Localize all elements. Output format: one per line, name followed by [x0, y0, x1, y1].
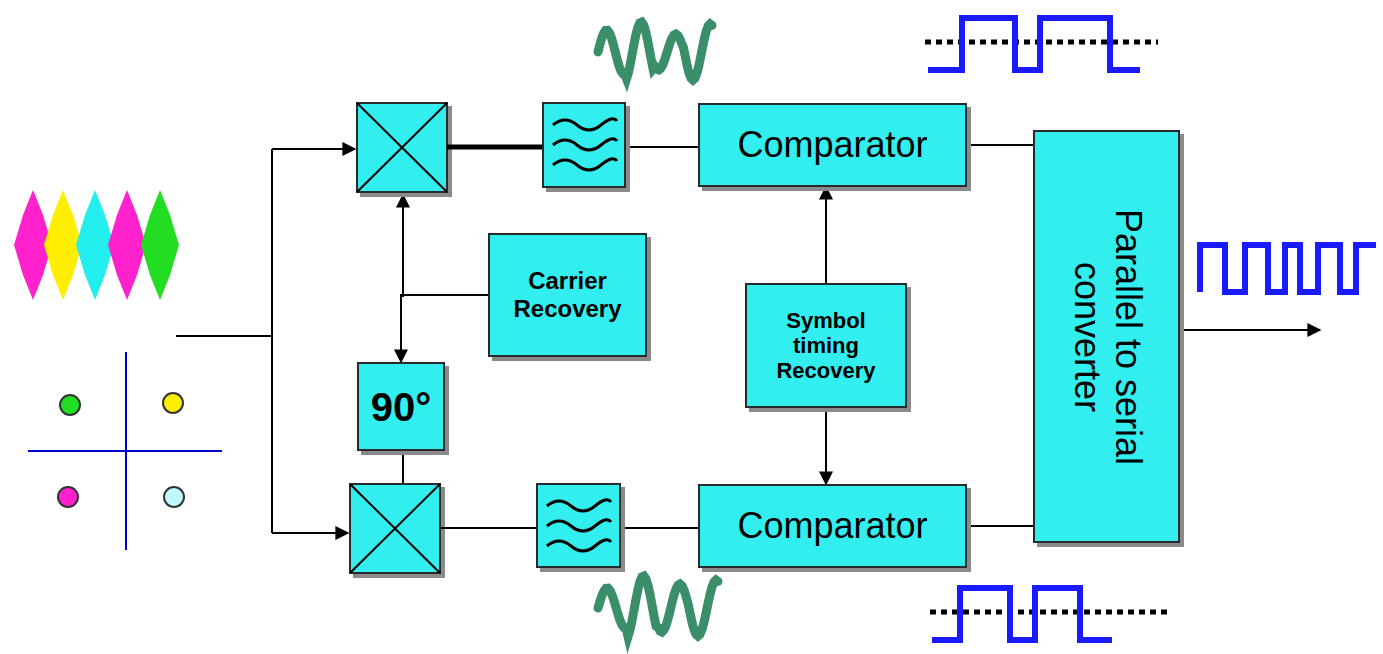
filter-symbol — [537, 484, 620, 567]
comparator-box: Comparator — [698, 484, 967, 568]
filter-symbol — [543, 103, 625, 187]
phase-shift-box: 90° — [357, 362, 445, 451]
input-pulses — [14, 190, 179, 300]
carrier-recovery-box: Carrier Recovery — [488, 233, 647, 357]
connector — [967, 144, 1033, 146]
bit-stream — [925, 18, 1376, 640]
box-label: 90° — [371, 384, 432, 430]
box-label: Carrier Recovery — [494, 267, 641, 322]
constellation — [28, 352, 222, 550]
input-wires — [176, 149, 355, 533]
connector — [825, 187, 827, 283]
box-label: Symbol timing Recovery — [751, 308, 901, 384]
output-wire — [1182, 329, 1320, 331]
box-label: Comparator — [737, 124, 927, 165]
connector — [825, 408, 827, 484]
timing-recovery-box: Symbol timing Recovery — [745, 283, 907, 408]
mixer-symbol — [357, 103, 447, 192]
mixer-symbol — [350, 484, 440, 573]
baseband-wave — [598, 576, 718, 636]
signal-wires — [440, 147, 698, 528]
box-label: Parallel to serial converter — [1066, 167, 1149, 507]
comparator-box: Comparator — [698, 103, 967, 187]
box-label: Comparator — [737, 505, 927, 546]
parallel-serial-box: Parallel to serial converter — [1033, 130, 1180, 543]
connector — [401, 295, 488, 362]
baseband-wave — [598, 22, 712, 80]
connector — [967, 525, 1033, 527]
